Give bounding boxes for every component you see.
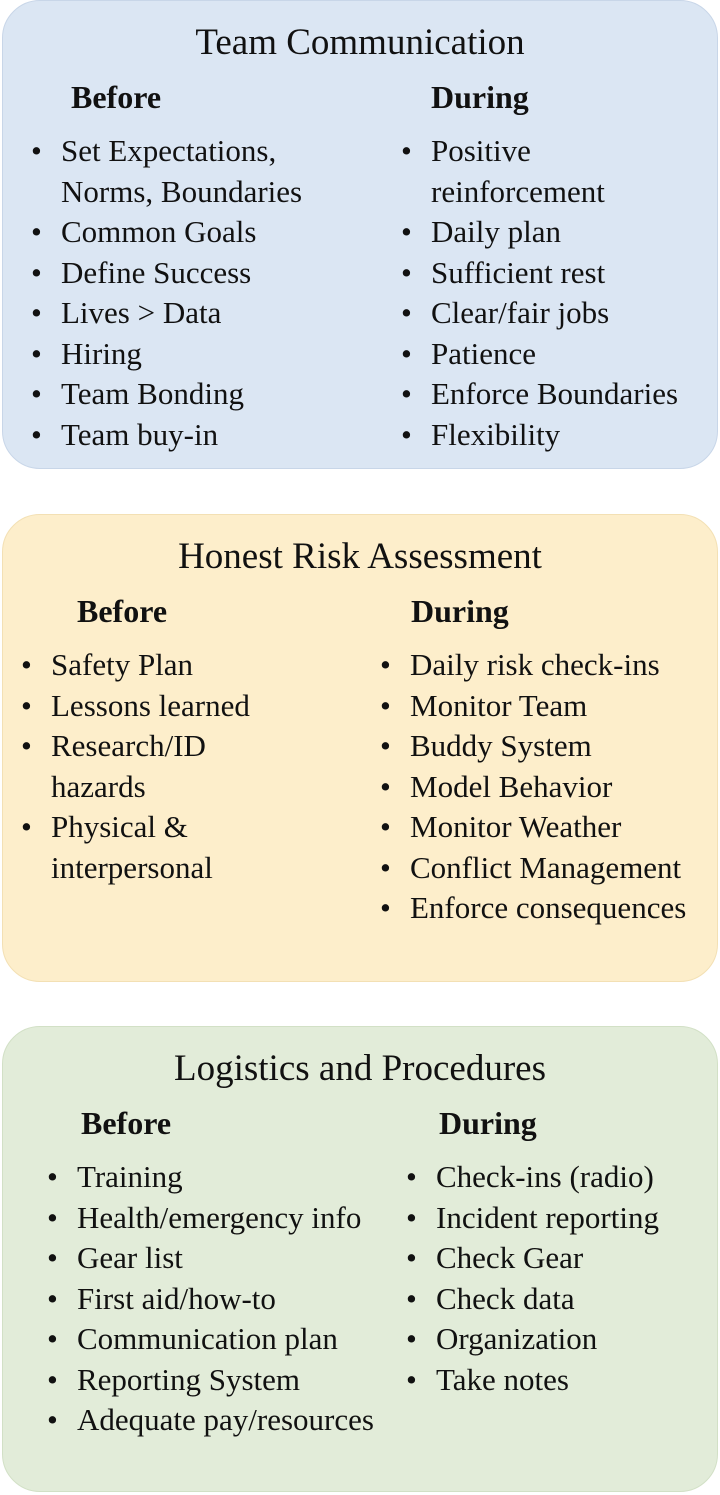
list-item: Organization: [406, 1319, 659, 1360]
list-item: Gear list: [47, 1238, 374, 1279]
list-item: Common Goals: [31, 212, 302, 253]
logistics-and-procedures-panel: Logistics and Procedures Before During T…: [2, 1026, 718, 1492]
list-item: Communication plan: [47, 1319, 374, 1360]
list-item: Check Gear: [406, 1238, 659, 1279]
list-item-text: Positive: [431, 133, 531, 168]
list-item: First aid/how-to: [47, 1279, 374, 1320]
before-list: Safety PlanLessons learnedResearch/ID haz…: [21, 645, 250, 888]
list-item: Monitor Weather: [380, 807, 686, 848]
list-item-text: Enforce consequences: [410, 890, 687, 925]
list-item-text: Team Bonding: [61, 376, 244, 411]
list-item: Enforce consequences: [380, 888, 686, 929]
list-item: Define Success: [31, 253, 302, 294]
list-item-text: Check data: [436, 1280, 575, 1316]
list-item-text: Model Behavior: [410, 768, 613, 804]
list-item-text: interpersonal: [51, 849, 213, 885]
list-item-text: Health/emergency info: [77, 1199, 362, 1235]
before-heading: Before: [71, 79, 162, 115]
list-item: Monitor Team: [380, 686, 686, 727]
list-item-text: Define Success: [61, 254, 252, 290]
list-item-text: Set Expectations,: [61, 133, 277, 168]
list-item: Adequate pay/resources: [47, 1400, 374, 1441]
before-list: Set Expectations, Norms, BoundariesCommon…: [31, 131, 302, 455]
during-list: Daily risk check-insMonitor TeamBuddy Sy…: [380, 645, 686, 929]
list-item-text: Research/ID: [51, 728, 206, 763]
list-item-text: Monitor Team: [410, 687, 588, 723]
during-heading: During: [431, 79, 529, 115]
list-item: Physical & interpersonal: [21, 807, 250, 888]
list-item: Health/emergency info: [47, 1198, 374, 1239]
list-item-text: Safety Plan: [51, 647, 194, 682]
list-item: Lives > Data: [31, 293, 302, 334]
list-item: Conflict Management: [380, 848, 686, 889]
list-item: Safety Plan: [21, 645, 250, 686]
list-item: Take notes: [406, 1360, 659, 1401]
team-communication-panel: Team Communication Before During Set Exp…: [2, 0, 718, 469]
list-item-text: First aid/how-to: [77, 1280, 276, 1316]
list-item-text: Common Goals: [61, 214, 257, 249]
list-item-text: Flexibility: [431, 416, 561, 452]
during-heading: During: [411, 593, 509, 629]
honest-risk-assessment-panel: Honest Risk Assessment Before During Saf…: [2, 514, 718, 982]
list-item-text: Team buy-in: [61, 416, 219, 452]
list-item: Patience: [401, 334, 678, 375]
list-item-text: Reporting System: [77, 1361, 301, 1397]
list-item-text: Lessons learned: [51, 687, 250, 723]
during-list: Positive reinforcementDaily planSufficien…: [401, 131, 678, 455]
list-item: Model Behavior: [380, 767, 686, 808]
list-item-text: Conflict Management: [410, 849, 682, 885]
during-heading: During: [439, 1105, 537, 1141]
during-list: Check-ins (radio) Incident reportingCheck…: [406, 1157, 659, 1400]
list-item-text: Adequate pay/resources: [77, 1402, 374, 1437]
list-item-text: Daily plan: [431, 214, 561, 249]
list-item: Check data: [406, 1279, 659, 1320]
list-item: Buddy System: [380, 726, 686, 767]
list-item: Set Expectations, Norms, Boundaries: [31, 131, 302, 212]
list-item: Research/ID hazards: [21, 726, 250, 807]
before-heading: Before: [81, 1105, 172, 1141]
list-item-text: Hiring: [61, 335, 142, 371]
list-item-text: Monitor Weather: [410, 809, 622, 844]
list-item-text: Incident reporting: [436, 1199, 659, 1235]
list-item-text: Sufficient rest: [431, 254, 606, 290]
list-item: Check-ins (radio): [406, 1157, 659, 1198]
list-item-text: Enforce Boundaries: [431, 376, 679, 411]
list-item: Team buy-in: [31, 415, 302, 456]
list-item-text: Physical &: [51, 809, 188, 844]
list-item: Sufficient rest: [401, 253, 678, 294]
list-item: Daily plan: [401, 212, 678, 253]
list-item: Team Bonding: [31, 374, 302, 415]
list-item-text: Take notes: [436, 1361, 569, 1397]
panel-title: Honest Risk Assessment: [178, 536, 542, 577]
panel-title: Team Communication: [195, 22, 525, 63]
before-list: TrainingHealth/emergency infoGear listFi…: [47, 1157, 374, 1441]
list-item: Hiring: [31, 334, 302, 375]
list-item-text: Lives > Data: [61, 295, 222, 330]
list-item-text: Patience: [431, 335, 537, 371]
list-item-text: Training: [77, 1159, 183, 1194]
list-item: Training: [47, 1157, 374, 1198]
list-item: Enforce Boundaries: [401, 374, 678, 415]
list-item: Clear/fair jobs: [401, 293, 678, 334]
list-item: Lessons learned: [21, 686, 250, 727]
list-item-text: Norms, Boundaries: [61, 173, 303, 209]
list-item: Flexibility: [401, 415, 678, 456]
list-item: Incident reporting: [406, 1198, 659, 1239]
list-item: Reporting System: [47, 1360, 374, 1401]
list-item: Daily risk check-ins: [380, 645, 686, 686]
list-item-text: reinforcement: [431, 173, 605, 209]
before-heading: Before: [77, 593, 168, 629]
list-item-text: Check Gear: [436, 1240, 584, 1275]
list-item-text: Check-ins (radio): [436, 1159, 654, 1194]
list-item-text: hazards: [51, 768, 146, 804]
list-item-text: Clear/fair jobs: [431, 295, 610, 330]
list-item: Positive reinforcement: [401, 131, 678, 212]
panel-title: Logistics and Procedures: [174, 1048, 546, 1089]
list-item-text: Communication plan: [77, 1321, 338, 1356]
list-item-text: Organization: [436, 1321, 598, 1356]
list-item-text: Gear list: [77, 1240, 183, 1275]
list-item-text: Buddy System: [410, 728, 592, 763]
list-item-text: Daily risk check-ins: [410, 647, 660, 682]
